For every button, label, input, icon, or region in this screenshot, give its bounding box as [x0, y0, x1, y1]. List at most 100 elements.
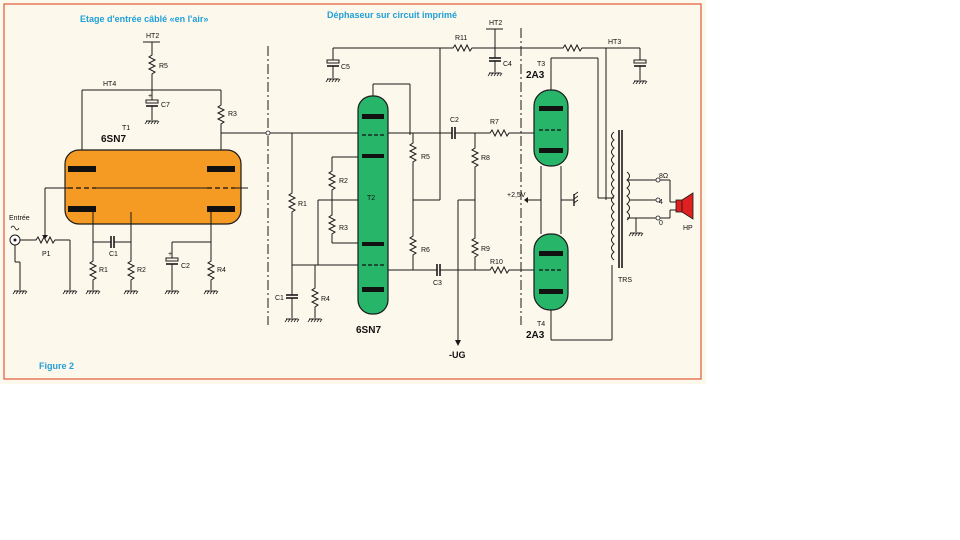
splitter-r6-label: R6 [421, 247, 430, 254]
r10-label: R10 [490, 259, 503, 266]
output-stage: HT2 C4 R8 R9 -UG R7 R10 T3 2A3 [449, 20, 694, 360]
ground-icon [123, 290, 139, 295]
capacitor-c1-splitter [285, 289, 299, 304]
r1-label: R1 [99, 267, 108, 274]
splitter-r4-label: R4 [321, 296, 330, 303]
r7-label: R7 [490, 119, 499, 126]
phase-splitter-stage: R1 C1 R4 R2 R3 T2 6SN7 [265, 35, 560, 336]
resistor-r5-splitter [409, 139, 417, 166]
r3-label: R3 [228, 111, 237, 118]
ground-icon [325, 78, 341, 83]
ht2-label: HT2 [146, 33, 159, 40]
tap-8-label: 8Ω [659, 173, 668, 180]
frame-border [3, 3, 702, 380]
c4-label: C4 [503, 61, 512, 68]
svg-text:+: + [148, 93, 152, 100]
capacitor-c1 [105, 235, 120, 249]
ground-icon [628, 232, 644, 237]
ground-icon [85, 290, 101, 295]
capacitor-c2 [165, 257, 179, 262]
resistor-r5 [148, 51, 156, 78]
tube-t4 [533, 233, 569, 311]
resistor-r11 [449, 44, 476, 52]
r11-label: R11 [455, 35, 467, 42]
t1-ref-label: T1 [122, 125, 130, 132]
c2-label: C2 [181, 263, 190, 270]
resistor-r3-splitter [328, 211, 336, 238]
tap-0-label: 0 [659, 220, 663, 227]
output-ht2-label: HT2 [489, 20, 502, 27]
tube-t2 [357, 95, 389, 315]
c5-label: C5 [341, 64, 350, 71]
t4-type-label: 2A3 [526, 330, 545, 341]
ground-icon [164, 290, 180, 295]
resistor-r1 [89, 257, 97, 284]
t1-type-label: 6SN7 [101, 134, 126, 145]
resistor-r8 [471, 144, 479, 171]
r2-label: R2 [137, 267, 146, 274]
neg-grid-label: -UG [449, 350, 466, 360]
figure-frame: Etage d'entrée câblé «en l'air» Déphaseu… [0, 0, 706, 384]
resistor-r2 [127, 257, 135, 284]
resistor-r1-splitter [288, 189, 296, 216]
input-stage-title: Etage d'entrée câblé «en l'air» [80, 14, 208, 24]
ground-icon [307, 318, 323, 323]
resistor-r4-splitter [311, 284, 319, 311]
output-transformer [611, 130, 630, 268]
speaker-label: HP [683, 225, 693, 232]
resistor-r7 [486, 129, 513, 137]
c7-label: C7 [161, 102, 170, 109]
tube-t1 [64, 149, 242, 225]
r4-label: R4 [217, 267, 226, 274]
splitter-c2-label: C2 [450, 117, 459, 124]
ground-icon [62, 290, 78, 295]
resistor-r6-splitter [409, 232, 417, 259]
ground-icon [203, 290, 219, 295]
resistor-r3 [217, 101, 225, 128]
c1-label: C1 [109, 251, 118, 258]
input-label: Entrée [9, 215, 30, 222]
p1-label: P1 [42, 251, 51, 258]
splitter-r5-label: R5 [421, 154, 430, 161]
t2-type-label: 6SN7 [356, 325, 381, 336]
splitter-r1-label: R1 [298, 201, 307, 208]
ground-icon [144, 120, 160, 125]
bias-label: +2,5V [507, 192, 526, 199]
phase-splitter-title: Déphaseur sur circuit imprimé [327, 10, 457, 20]
transformer-label: TRS [618, 277, 632, 284]
capacitor-c2-splitter [446, 126, 461, 140]
figure-label: Figure 2 [39, 361, 74, 371]
ground-icon [487, 72, 503, 77]
tap-4-label: 4 [659, 199, 663, 206]
r8-label: R8 [481, 155, 490, 162]
capacitor-c5 [326, 59, 340, 64]
r5-label: R5 [159, 63, 168, 70]
tube-t3 [533, 89, 569, 167]
input-stage: HT2 R5 HT4 C7 + R3 T1 6SN7 [9, 33, 268, 295]
capacitor-c7 [145, 99, 159, 104]
resistor-ht3 [559, 44, 586, 52]
speaker-icon [675, 192, 694, 220]
splitter-c1-label: C1 [275, 295, 284, 302]
t3-ref-label: T3 [537, 61, 545, 68]
splitter-c3-label: C3 [433, 280, 442, 287]
resistor-r4 [207, 257, 215, 284]
svg-text:+: + [168, 251, 172, 258]
splitter-r2-label: R2 [339, 178, 348, 185]
ground-icon [284, 318, 300, 323]
capacitor-ht3 [633, 59, 647, 64]
r9-label: R9 [481, 246, 490, 253]
ht3-label: HT3 [608, 39, 621, 46]
t3-type-label: 2A3 [526, 70, 545, 81]
ground-icon [632, 80, 648, 85]
splitter-r3-label: R3 [339, 225, 348, 232]
ground-icon [12, 290, 28, 295]
t4-ref-label: T4 [537, 321, 545, 328]
resistor-r10 [486, 266, 513, 274]
t2-ref-label: T2 [367, 195, 375, 202]
schematic-diagram: Etage d'entrée câblé «en l'air» Déphaseu… [3, 3, 702, 380]
resistor-r9 [471, 234, 479, 261]
capacitor-c3-splitter [431, 263, 446, 277]
resistor-r2-splitter [328, 167, 336, 194]
ht4-label: HT4 [103, 81, 116, 88]
